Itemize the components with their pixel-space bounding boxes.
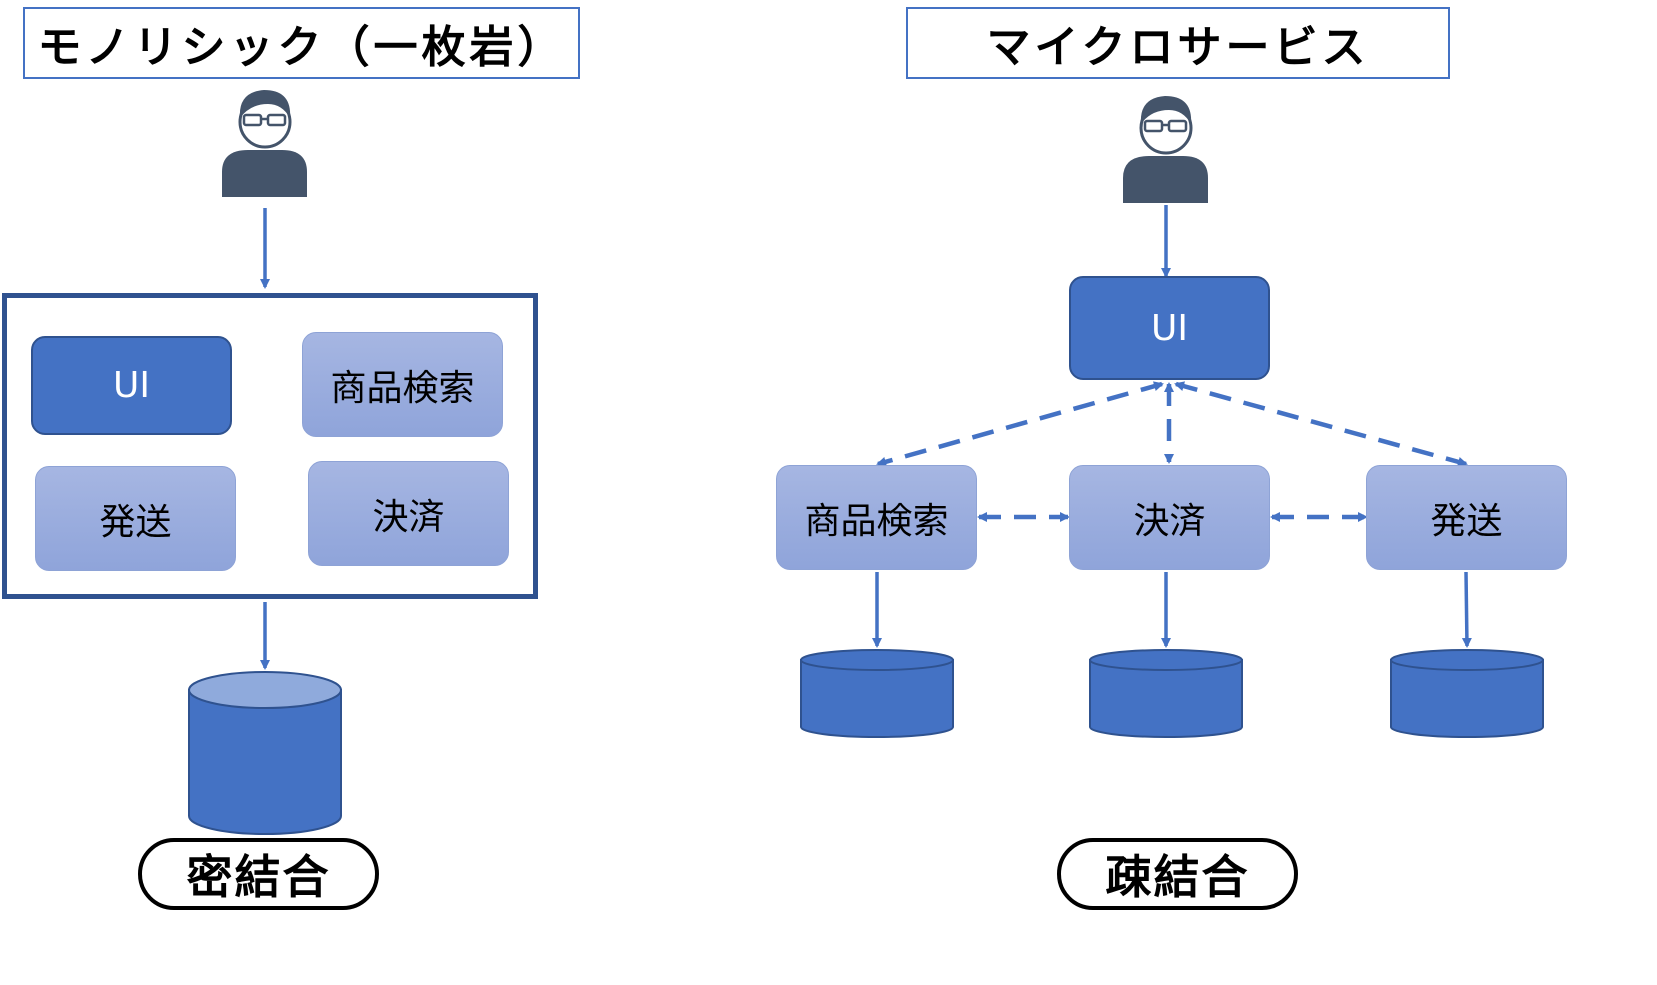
micro-shipping-box: 発送 (1366, 465, 1567, 570)
tight-coupling-label: 密結合 (138, 838, 379, 910)
monolith-ui-box: UI (31, 336, 232, 435)
micro-ui-box: UI (1069, 276, 1270, 380)
monolith-payment-box: 決済 (308, 461, 509, 566)
monolith-title: モノリシック（一枚岩） (23, 7, 580, 79)
micro-payment-box: 決済 (1069, 465, 1270, 570)
dashed-ui-search (876, 381, 1164, 467)
monolith-search-box: 商品検索 (302, 332, 503, 437)
micro-search-box: 商品検索 (776, 465, 977, 570)
microservices-user-icon (1123, 96, 1208, 203)
monolith-user-icon (222, 90, 307, 197)
dashed-ui-shipping (1174, 381, 1468, 467)
loose-coupling-label: 疎結合 (1057, 838, 1298, 910)
arrow-shipping-to-db (1461, 571, 1472, 648)
search-database-icon (800, 649, 954, 738)
monolith-database-icon (188, 671, 342, 835)
microservices-title: マイクロサービス (906, 7, 1450, 79)
payment-database-icon (1089, 649, 1243, 738)
monolith-shipping-box: 発送 (35, 466, 236, 571)
shipping-database-icon (1390, 649, 1544, 738)
monolith-container (2, 293, 538, 599)
